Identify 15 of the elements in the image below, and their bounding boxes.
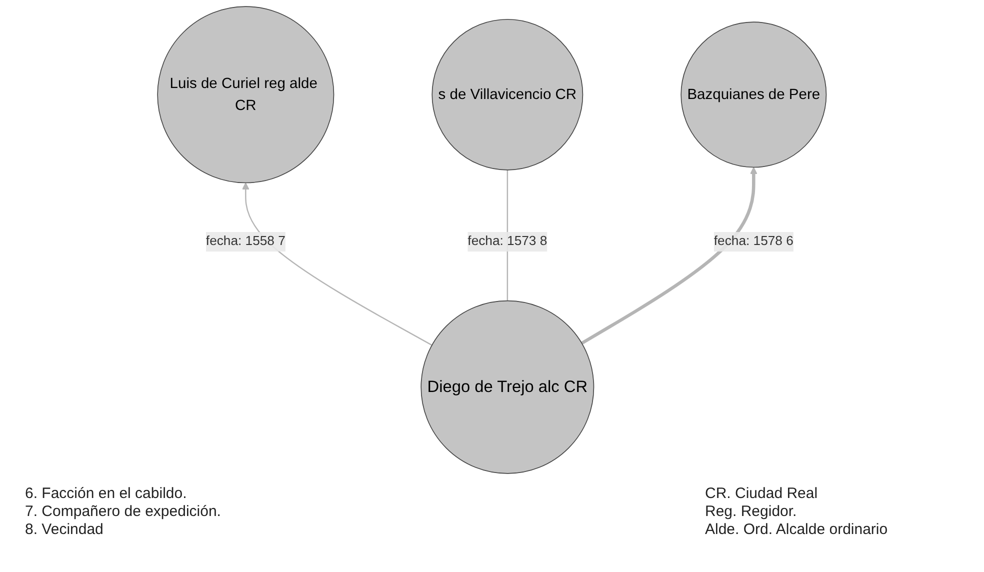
note-text: 7. Compañero de expedición. (25, 503, 221, 521)
note-text: CR. Ciudad Real (705, 485, 819, 503)
note-text: 6. Facción en el cabildo. (25, 485, 188, 503)
node-circle: Bazquianes de Pere (680, 22, 827, 168)
node-circle: Diego de Trejo alc CR (420, 300, 594, 474)
edge-label: fecha: 1578 6 (714, 234, 794, 248)
note-text: Alde. Ord. Alcalde ordinario (705, 521, 888, 539)
note-text: Reg. Regidor. (705, 503, 798, 521)
note-text: 8. Vecindad (25, 521, 104, 539)
arrow (242, 182, 432, 346)
edge-label: fecha: 1573 8 (468, 234, 548, 248)
arrow (581, 166, 758, 345)
node-circle: Luis de Curiel reg alde CR (157, 6, 334, 184)
edge-label: fecha: 1558 7 (206, 234, 286, 248)
node-circle: s de Villavicencio CR (432, 18, 584, 170)
